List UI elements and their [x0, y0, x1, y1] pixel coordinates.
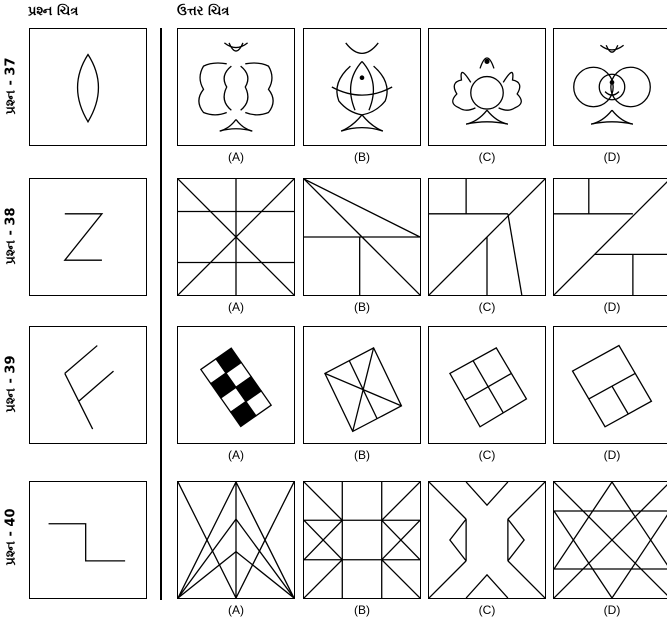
question-37-option-a-figure[interactable]	[177, 28, 295, 146]
question-39-option-a-label: (A)	[176, 448, 296, 462]
question-39-figure	[29, 326, 147, 444]
answer-figures-header: ઉત્તર ચિત્ર	[177, 4, 229, 19]
step-shape-figure	[30, 482, 146, 598]
question-38-option-a-figure[interactable]	[177, 178, 295, 296]
question-38-option-d-figure[interactable]	[553, 178, 667, 296]
question-37-figure	[29, 28, 147, 146]
question-40-option-a-figure[interactable]	[177, 481, 295, 599]
question-39-option-b-figure[interactable]	[303, 326, 421, 444]
question-40-option-c-figure[interactable]	[428, 481, 546, 599]
question-40-option-d-figure[interactable]	[553, 481, 667, 599]
z-shape-figure	[30, 179, 146, 295]
question-40-figure	[29, 481, 147, 599]
question-39-option-a-figure[interactable]	[177, 326, 295, 444]
question-37-option-b-label: (B)	[302, 150, 422, 164]
question-40-option-b-label: (B)	[302, 603, 422, 617]
question-38-figure	[29, 178, 147, 296]
question-38-option-d-label: (D)	[552, 300, 667, 314]
question-39-option-d-label: (D)	[552, 448, 667, 462]
f-shape-figure	[30, 327, 146, 443]
question-40-option-a-label: (A)	[176, 603, 296, 617]
column-divider	[160, 28, 162, 600]
question-40-option-b-figure[interactable]	[303, 481, 421, 599]
question-37-option-c-figure[interactable]	[428, 28, 546, 146]
question-40-option-c-label: (C)	[427, 603, 547, 617]
question-38-option-b-figure[interactable]	[303, 178, 421, 296]
question-39-option-c-figure[interactable]	[428, 326, 546, 444]
question-38-option-b-label: (B)	[302, 300, 422, 314]
question-37-option-d-figure[interactable]	[553, 28, 667, 146]
lens-shape-figure	[30, 29, 146, 145]
question-figure-header: પ્રશ્ન ચિત્ર	[28, 4, 78, 19]
question-37-option-b-figure[interactable]	[303, 28, 421, 146]
question-37-option-a-label: (A)	[176, 150, 296, 164]
question-40-option-d-label: (D)	[552, 603, 667, 617]
question-38-option-a-label: (A)	[176, 300, 296, 314]
question-37-option-c-label: (C)	[427, 150, 547, 164]
question-39-option-c-label: (C)	[427, 448, 547, 462]
question-38-option-c-figure[interactable]	[428, 178, 546, 296]
question-37-option-d-label: (D)	[552, 150, 667, 164]
question-39-option-d-figure[interactable]	[553, 326, 667, 444]
question-39-option-b-label: (B)	[302, 448, 422, 462]
question-38-option-c-label: (C)	[427, 300, 547, 314]
